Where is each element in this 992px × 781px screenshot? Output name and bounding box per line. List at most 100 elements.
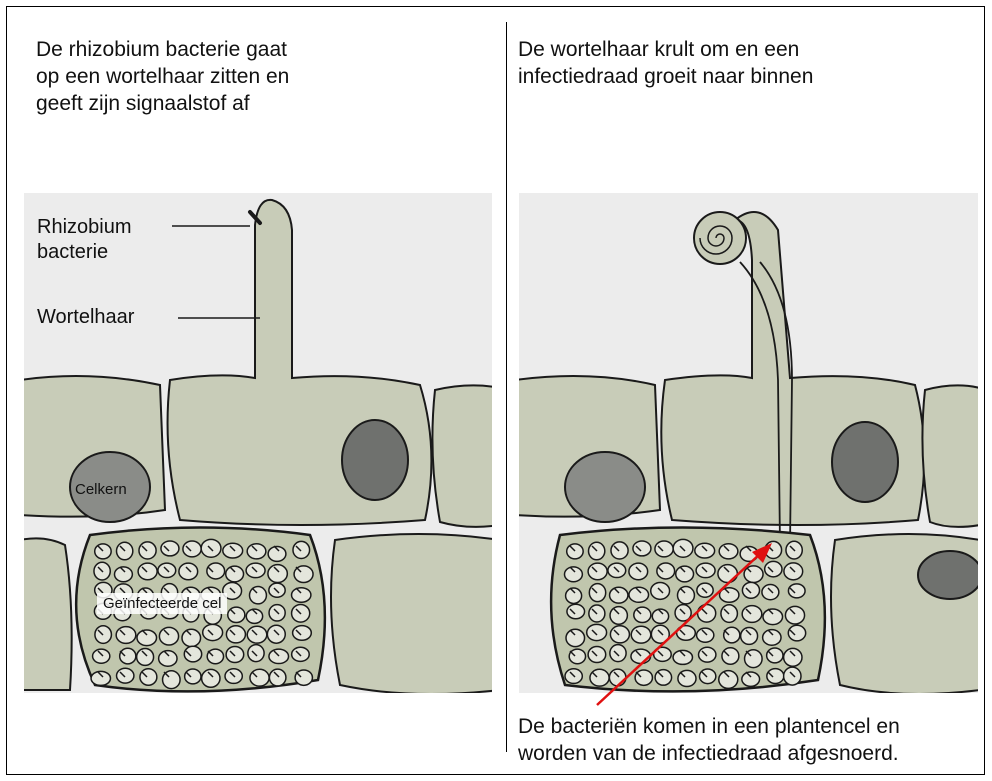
bacteroid (139, 542, 156, 559)
bacteroid (610, 607, 627, 625)
bacteroid (268, 565, 287, 583)
bacteroid (203, 624, 223, 640)
left-drawing (20, 193, 500, 694)
bacteroid (741, 627, 758, 644)
label-geinfecteerde-cel: Geïnfecteerde cel (97, 593, 227, 614)
bacteroid (292, 588, 311, 603)
nucleus-lower-right-r (918, 551, 982, 599)
cell-lower-left (20, 538, 72, 690)
bacteroid (676, 566, 694, 582)
label-celkern: Celkern (75, 481, 127, 498)
nucleus-center-r (832, 422, 898, 502)
left-caption: De rhizobium bacterie gaat op een wortel… (36, 36, 289, 117)
bacteroid (566, 588, 582, 603)
bacteroid (248, 645, 264, 662)
bacteroid (610, 626, 629, 643)
bacteroid (699, 669, 715, 684)
bacteroid (655, 670, 671, 686)
bacteroid (763, 630, 781, 646)
bacteroid (785, 606, 804, 624)
bacteroid (137, 630, 157, 646)
bacteroid (588, 646, 606, 662)
bacteroid (140, 669, 157, 686)
bacteroid (137, 648, 154, 665)
bacteroid (609, 669, 626, 686)
bacteroid (610, 645, 626, 662)
bacteroid (226, 646, 244, 662)
bacteroid (207, 649, 223, 664)
bacteroid (655, 541, 673, 557)
bacteroid (657, 563, 675, 579)
bacteroid (610, 587, 628, 603)
bacteroid (629, 587, 649, 602)
bacteroid (223, 543, 243, 558)
bacteroid (635, 670, 652, 685)
bacteroid (784, 648, 802, 666)
bacteroid (567, 544, 583, 559)
bacteroid (567, 604, 585, 618)
bacteroid (93, 649, 110, 663)
bacteroid (114, 567, 132, 582)
curled-hair-tip (694, 212, 746, 264)
bacteroid (724, 627, 740, 643)
right-caption: De wortelhaar krult om en een infectiedr… (518, 36, 813, 90)
bacteroid (207, 563, 225, 579)
cell-upper-right (432, 385, 500, 526)
bacteroid (293, 626, 312, 641)
label-rhizobium: Rhizobium bacterie (37, 215, 131, 265)
bacteroid (293, 541, 310, 558)
bacteroid (117, 668, 134, 683)
bacteroid (588, 563, 607, 580)
bacteroid (742, 672, 760, 686)
bacteroid (179, 563, 198, 580)
cell-lower-right (331, 534, 500, 694)
bacteroid (722, 648, 739, 665)
bacteroid (226, 566, 244, 582)
bacteroid (566, 629, 585, 646)
bacteroid (784, 667, 801, 685)
bacteroid (762, 585, 779, 600)
bacteroid (116, 627, 136, 644)
bacteroid (183, 541, 201, 557)
bacteroid (697, 628, 714, 642)
bacteroid (159, 627, 178, 645)
bacteroid (91, 671, 110, 685)
bacteroid (267, 625, 285, 643)
bacteroid (161, 541, 179, 556)
bacteroid (292, 647, 310, 661)
cell-upper-right-r (922, 385, 980, 526)
bacteroid (767, 669, 784, 684)
bacteroid (587, 624, 607, 640)
bacteroid (742, 582, 759, 598)
bacteroid (699, 647, 716, 662)
bacteroid (719, 671, 738, 689)
bacteroid (185, 669, 201, 684)
bacteroid (695, 543, 715, 558)
bacteroid (765, 561, 782, 576)
bacteroid (182, 629, 201, 646)
bacteroid (718, 565, 737, 583)
bacteroid (226, 626, 245, 643)
bacteroid (673, 650, 692, 664)
nucleus-left-r (565, 452, 645, 522)
bacteroid (250, 587, 267, 604)
bacteroid (767, 648, 783, 663)
label-wortelhaar: Wortelhaar (37, 305, 134, 330)
bacteroid (184, 646, 201, 662)
bacteroid (631, 649, 651, 663)
bacteroid (269, 669, 286, 686)
bacteroid (742, 606, 762, 623)
bacteroid (589, 584, 605, 602)
bacteroid (95, 544, 111, 559)
bacteroid (295, 670, 312, 685)
bacteroid (120, 648, 136, 664)
nucleus-center (342, 420, 408, 500)
bacteroid (569, 649, 585, 664)
bacteroid (784, 563, 803, 580)
bacteroid (564, 567, 582, 582)
bacteroid (138, 563, 157, 580)
bacteroid (763, 609, 783, 625)
bacteroid (629, 563, 648, 580)
bottom-caption: De bacteriën komen in een plantencel en … (518, 713, 900, 767)
bacteroid (633, 541, 651, 556)
